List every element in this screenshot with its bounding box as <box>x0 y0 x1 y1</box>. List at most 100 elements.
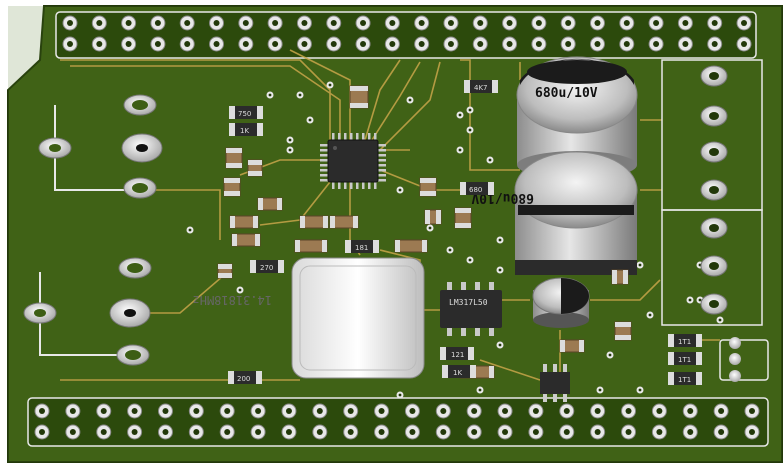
resistor-4k7-label: 4K7 <box>474 84 488 92</box>
regulator-pin <box>475 327 480 336</box>
header-hole <box>741 20 747 26</box>
header-hole <box>594 429 601 435</box>
via-hole <box>448 248 452 252</box>
header-hole <box>69 408 76 414</box>
header-hole <box>69 429 76 435</box>
header-hole <box>687 408 694 414</box>
smd-terminal <box>489 366 494 378</box>
header-hole <box>471 408 478 414</box>
trace <box>70 65 341 140</box>
qfp-pin <box>378 159 386 162</box>
header-hole <box>347 429 354 435</box>
regulator-pin <box>489 327 494 336</box>
header-hole <box>749 408 755 414</box>
trace <box>289 49 351 140</box>
qfp-pin <box>362 181 365 189</box>
qfp-pin <box>338 181 341 189</box>
smd-terminal <box>248 171 262 176</box>
via-hole <box>468 128 472 132</box>
header-hole <box>347 408 354 414</box>
resistor-181 <box>345 240 379 253</box>
smd-terminal <box>232 234 237 246</box>
smd-terminal <box>322 240 327 252</box>
smd-terminal <box>560 340 565 352</box>
via-hole <box>188 228 192 232</box>
header-hole <box>409 408 416 414</box>
resistor-1k-upper-label: 1K <box>240 127 249 135</box>
header-hole <box>184 41 191 47</box>
vias <box>186 81 724 399</box>
terminal-hole <box>709 300 719 308</box>
header-hole <box>594 20 601 26</box>
header-hole <box>687 429 694 435</box>
terminal-hole <box>709 224 719 232</box>
regulator-pin <box>447 282 452 291</box>
header-hole <box>741 41 747 47</box>
smd-terminal <box>422 240 427 252</box>
terminal-hole <box>709 148 719 156</box>
header-hole <box>224 429 231 435</box>
header-hole <box>711 41 718 47</box>
regulator-pin <box>461 282 466 291</box>
via-hole <box>718 318 722 322</box>
smd-terminal <box>455 208 471 213</box>
resistor-270-label: 270 <box>260 264 273 272</box>
via-hole <box>308 118 312 122</box>
via-hole <box>498 238 502 242</box>
header-hole <box>378 429 385 435</box>
smd-terminal <box>226 148 242 153</box>
qfp-pin <box>378 144 386 147</box>
smd-terminal <box>218 273 232 278</box>
qfp-pin <box>378 164 386 167</box>
smd-terminal <box>258 198 263 210</box>
qfp-pin <box>332 133 335 141</box>
header-hole <box>224 408 231 414</box>
via-hole <box>458 113 462 117</box>
audio-jack-lower <box>23 257 152 366</box>
header-hole <box>330 20 337 26</box>
smd-terminal <box>420 191 436 196</box>
header-hole <box>718 429 725 435</box>
resistor-1k-lower <box>442 365 476 378</box>
via-hole <box>498 268 502 272</box>
resistor-1k-lower-label: 1K <box>453 369 462 377</box>
smd-terminal <box>615 322 631 327</box>
qfp-pin <box>350 181 353 189</box>
header-hole <box>213 20 220 26</box>
qfp-pin <box>368 181 371 189</box>
qfp-ic <box>320 133 386 189</box>
qfp-pin <box>320 164 328 167</box>
header-hole <box>255 429 262 435</box>
via-hole <box>478 388 482 392</box>
qfp-pin <box>344 133 347 141</box>
smd-terminal <box>226 163 242 168</box>
header-hole <box>100 408 107 414</box>
header-hole <box>594 41 601 47</box>
header-hole <box>360 41 367 47</box>
top-header-row <box>55 11 757 59</box>
qfp-pin <box>332 181 335 189</box>
header-hole <box>477 20 484 26</box>
header-hole <box>409 429 416 435</box>
header-hole <box>100 429 107 435</box>
resistor-121-label: 121 <box>451 351 464 359</box>
header-hole <box>535 41 542 47</box>
smd-terminal <box>420 178 436 183</box>
smd-terminal <box>295 240 300 252</box>
header-hole <box>301 41 308 47</box>
header-hole <box>565 41 572 47</box>
terminal-hole <box>709 186 719 194</box>
resistor-750-label: 750 <box>238 110 251 118</box>
header-hole <box>360 20 367 26</box>
header-hole <box>131 408 138 414</box>
header-hole <box>301 20 308 26</box>
header-hole <box>535 20 542 26</box>
qfp-pin <box>320 149 328 152</box>
header-hole <box>718 408 725 414</box>
crystal-label: 14.31818MHz <box>193 293 272 307</box>
qfp-pin <box>344 181 347 189</box>
header-hole <box>653 20 660 26</box>
header-hole <box>440 429 447 435</box>
header-hole <box>67 41 73 47</box>
